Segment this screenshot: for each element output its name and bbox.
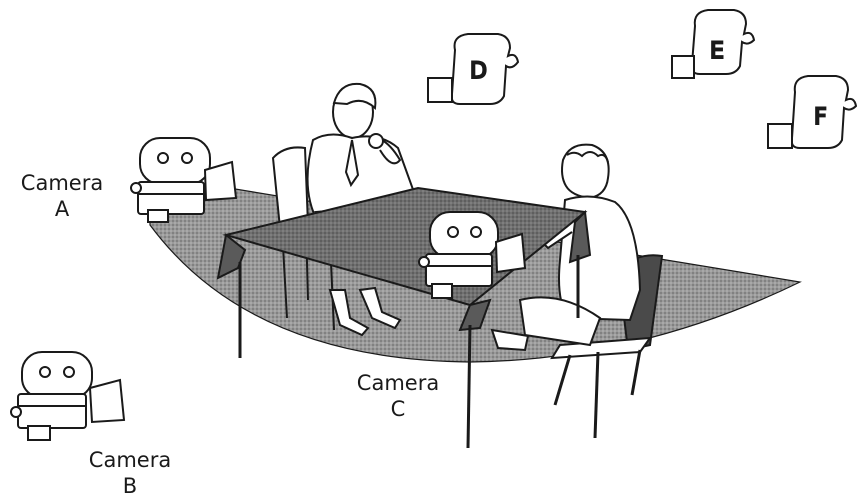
camera-outline-icon: D: [428, 34, 518, 104]
camera-b-letter: B: [80, 473, 180, 499]
camera-a-name: Camera: [14, 170, 110, 196]
camera-b-label: Camera B: [80, 447, 180, 499]
camera-c-letter: C: [350, 396, 446, 422]
camera-c-label: Camera C: [350, 370, 446, 422]
camera-e-label: E: [710, 39, 724, 64]
camera-a-label: Camera A: [14, 170, 110, 222]
camera-d-label: D: [470, 59, 487, 84]
camera-outline-icon: E: [672, 10, 754, 78]
camera-c-name: Camera: [350, 370, 446, 396]
camera-outline-icon: F: [768, 76, 856, 148]
camera-b-name: Camera: [80, 447, 180, 473]
camera-f-label: F: [814, 105, 827, 130]
camera-a-letter: A: [14, 196, 110, 222]
video-camera-icon: [11, 352, 124, 440]
